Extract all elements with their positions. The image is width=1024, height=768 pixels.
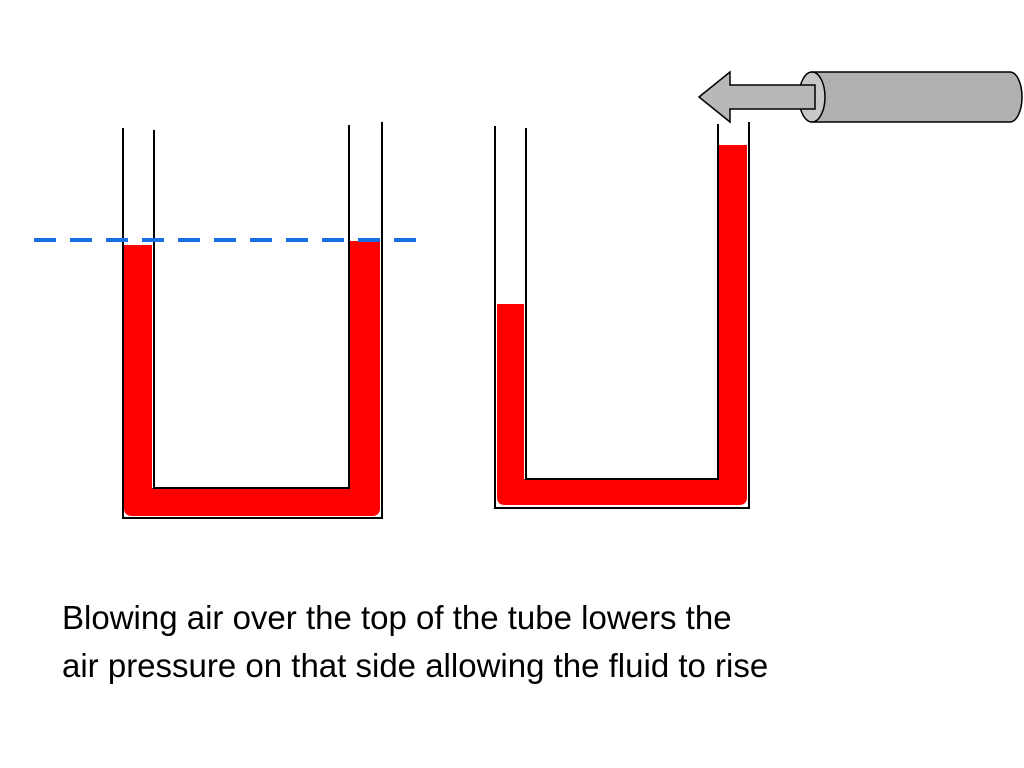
fluid-air-blown	[497, 145, 747, 505]
caption-line-1: Blowing air over the top of the tube low…	[62, 599, 732, 636]
u-tube-air-blown	[494, 122, 750, 509]
air-nozzle-icon	[798, 71, 1023, 123]
caption: Blowing air over the top of the tube low…	[62, 594, 962, 690]
tube-inner-wall-left	[153, 125, 350, 489]
fluid-balanced	[124, 241, 380, 516]
arrow-left-icon	[697, 70, 816, 124]
u-tube-balanced	[122, 122, 383, 519]
caption-line-2: air pressure on that side allowing the f…	[62, 647, 769, 684]
tube-outer-wall-left	[122, 122, 383, 519]
tube-outer-wall-right	[494, 122, 750, 509]
tube-inner-wall-right	[525, 124, 719, 480]
